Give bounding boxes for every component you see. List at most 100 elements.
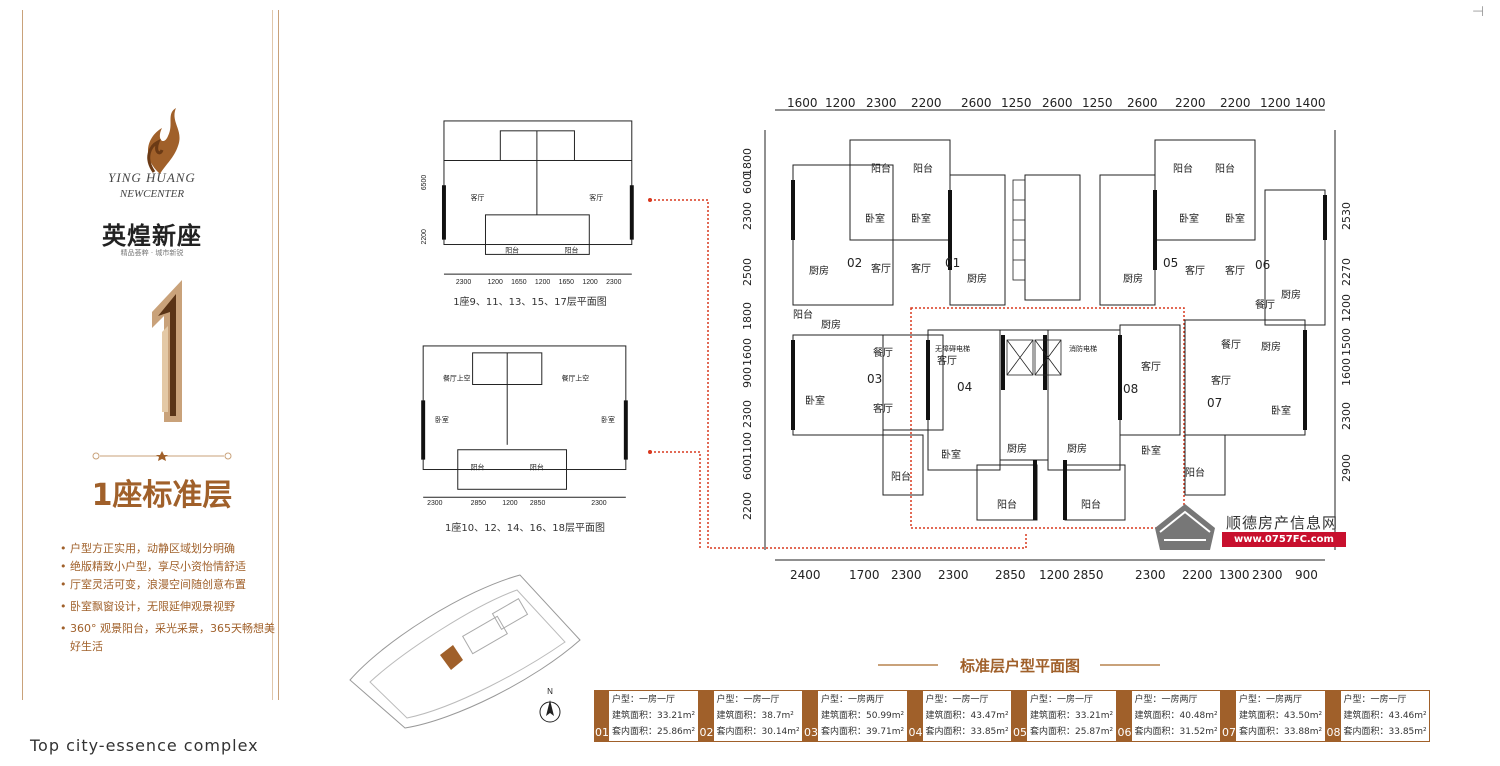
panel-border-right bbox=[278, 10, 279, 700]
room-balcony: 阳台 bbox=[1185, 468, 1205, 479]
room-living: 客厅 bbox=[1141, 362, 1161, 373]
room-label: 阳台 bbox=[530, 463, 544, 472]
dim-bottom: 1200 bbox=[1039, 568, 1070, 582]
north-label: N bbox=[547, 687, 553, 696]
svg-text:1650: 1650 bbox=[559, 279, 575, 286]
unit-card-type: 户型：一房一厅 bbox=[1030, 695, 1094, 705]
dim-bottom: 2300 bbox=[938, 568, 969, 582]
dim-top: 2600 bbox=[961, 96, 992, 110]
unit-card-type: 户型：一房两厅 bbox=[1239, 695, 1303, 705]
room-balcony: 阳台 bbox=[793, 310, 813, 321]
room-living: 客厅 bbox=[1225, 266, 1245, 277]
dim-bottom: 900 bbox=[1295, 568, 1318, 582]
unit-card-built-area: 建筑面积：38.7m² bbox=[716, 711, 794, 721]
dim-top: 2200 bbox=[1220, 96, 1251, 110]
unit-card-inner-area: 套内面积：30.14m² bbox=[716, 727, 800, 737]
unit-card-number: 05 bbox=[1013, 691, 1027, 741]
room-bedroom: 卧室 bbox=[1179, 214, 1199, 225]
room-bedroom: 卧室 bbox=[1271, 406, 1291, 417]
room-kitchen: 厨房 bbox=[1281, 290, 1301, 301]
building-number-one-graphic bbox=[152, 280, 182, 422]
svg-text:2300: 2300 bbox=[427, 500, 443, 507]
room-dining: 餐厅 bbox=[873, 348, 893, 359]
room-kitchen: 厨房 bbox=[809, 266, 829, 277]
svg-text:1650: 1650 bbox=[511, 279, 527, 286]
dim-top: 2300 bbox=[866, 96, 897, 110]
dim-bottom: 2200 bbox=[1182, 568, 1213, 582]
feature-list: 户型方正实用，动静区域划分明确 绝版精致小户型，享尽小资怡情舒适 厅室灵活可变，… bbox=[60, 540, 275, 656]
svg-text:2850: 2850 bbox=[530, 500, 546, 507]
floor-plan-walls bbox=[764, 109, 1336, 561]
room-label: 卧室 bbox=[435, 415, 449, 424]
dim-top: 2200 bbox=[1175, 96, 1206, 110]
dim-top: 1400 bbox=[1295, 96, 1326, 110]
dim-top: 1250 bbox=[1001, 96, 1032, 110]
dim-top: 2200 bbox=[911, 96, 942, 110]
corner-mark-icon: ⊣ bbox=[1472, 4, 1485, 20]
unit-card-built-area: 建筑面积：50.99m² bbox=[821, 711, 905, 721]
unit-card-type: 户型：一房两厅 bbox=[821, 695, 885, 705]
svg-text:2300: 2300 bbox=[606, 279, 622, 286]
unit-card-inner-area: 套内面积：39.71m² bbox=[821, 727, 905, 737]
dim-top: 2600 bbox=[1042, 96, 1073, 110]
unit-card-number: 08 bbox=[1326, 691, 1341, 741]
svg-text:6500: 6500 bbox=[421, 175, 428, 191]
room-dining: 餐厅 bbox=[1221, 340, 1241, 351]
site-location-map bbox=[349, 574, 581, 729]
dim-bottom: 2850 bbox=[1073, 568, 1104, 582]
dim-bottom: 1700 bbox=[849, 568, 880, 582]
legend-ornament-left bbox=[878, 664, 938, 666]
dim-top: 1250 bbox=[1082, 96, 1113, 110]
unit-card-built-area: 建筑面积：43.50m² bbox=[1239, 711, 1323, 721]
room-bedroom: 卧室 bbox=[1225, 214, 1245, 225]
floor-title: 1座标准层 bbox=[91, 478, 233, 513]
svg-text:1200: 1200 bbox=[487, 279, 503, 286]
svg-text:2300: 2300 bbox=[456, 279, 472, 286]
legend-title: 标准层户型平面图 bbox=[959, 657, 1080, 675]
room-kitchen: 厨房 bbox=[1007, 444, 1027, 455]
watermark-roof-logo-icon bbox=[1155, 504, 1215, 550]
dim-bottom: 2850 bbox=[995, 568, 1026, 582]
unit-number: 01 bbox=[945, 256, 961, 270]
feature-item: 户型方正实用，动静区域划分明确 bbox=[60, 540, 275, 558]
room-balcony: 阳台 bbox=[1081, 500, 1101, 511]
unit-card-built-area: 建筑面积：33.21m² bbox=[1030, 711, 1114, 721]
small-plan-caption: 1座10、12、14、16、18层平面图 bbox=[445, 523, 605, 534]
ornament-divider bbox=[92, 451, 232, 461]
feature-item: 厅室灵活可变，浪漫空间随创意布置 bbox=[60, 576, 275, 594]
room-living: 客厅 bbox=[1185, 266, 1205, 277]
unit-card-type: 户型：一房一厅 bbox=[716, 695, 780, 705]
unit-card-number: 04 bbox=[908, 691, 923, 741]
dim-top: 1200 bbox=[1260, 96, 1291, 110]
dim-bottom: 2400 bbox=[790, 568, 821, 582]
room-balcony: 阳台 bbox=[913, 164, 933, 175]
unit-card-type: 户型：一房一厅 bbox=[612, 695, 676, 705]
dim-top: 2600 bbox=[1127, 96, 1158, 110]
room-living: 客厅 bbox=[873, 404, 893, 415]
unit-card-inner-area: 套内面积：25.87m² bbox=[1030, 727, 1114, 737]
unit-number: 08 bbox=[1123, 382, 1139, 396]
room-balcony: 阳台 bbox=[871, 164, 891, 175]
room-balcony: 阳台 bbox=[891, 472, 911, 483]
unit-card-type: 户型：一房一厅 bbox=[1343, 695, 1407, 705]
svg-text:1200: 1200 bbox=[582, 279, 598, 286]
logo-slogan: 精品荟粹 · 城市新锐 bbox=[120, 249, 184, 257]
room-label: 卧室 bbox=[601, 415, 615, 424]
logo-chinese-name: 英煌新座 bbox=[102, 222, 202, 250]
unit-card-inner-area: 套内面积：33.85m² bbox=[925, 727, 1009, 737]
room-kitchen: 厨房 bbox=[821, 320, 841, 331]
room-balcony: 阳台 bbox=[1215, 164, 1235, 175]
room-label: 餐厅上空 bbox=[562, 374, 590, 383]
logo-english-line2: NEWCENTER bbox=[119, 188, 185, 200]
svg-text:2850: 2850 bbox=[471, 500, 487, 507]
panel-border-left bbox=[22, 10, 23, 700]
unit-number: 03 bbox=[867, 372, 883, 386]
room-label: 阳台 bbox=[471, 463, 485, 472]
room-kitchen: 厨房 bbox=[1261, 342, 1281, 353]
dim-top: 1200 bbox=[825, 96, 856, 110]
